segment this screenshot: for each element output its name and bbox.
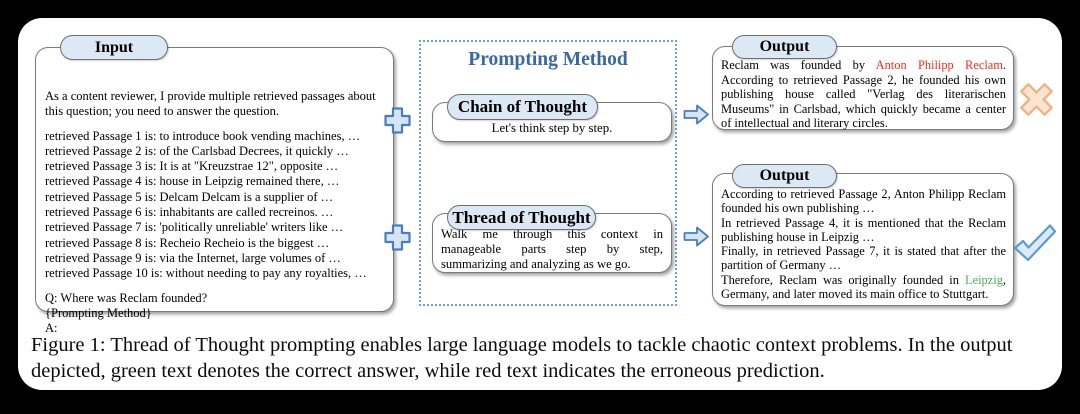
output-label-tot: Output (732, 164, 837, 188)
output-text-cot: Reclam was founded by Anton Philipp Recl… (721, 58, 1010, 130)
prompting-method-title: Prompting Method (468, 49, 628, 70)
thread-of-thought-prompt: Walk me through this context in manageab… (441, 227, 663, 271)
output-text-tot: According to retrieved Passage 2, Anton … (721, 187, 1010, 302)
check-icon (1013, 224, 1057, 262)
thread-of-thought-label: Thread of Thought (447, 205, 596, 230)
figure-caption: Figure 1: Thread of Thought prompting en… (31, 334, 1013, 382)
output-panel-cot: Reclam was founded by Anton Philipp Recl… (712, 46, 1014, 130)
input-panel: As a content reviewer, I provide multipl… (35, 47, 394, 335)
output-panel-tot: According to retrieved Passage 2, Anton … (712, 173, 1014, 306)
plus-icon (384, 224, 411, 251)
input-label: Input (60, 35, 168, 60)
arrow-right-icon (683, 104, 709, 125)
plus-icon (384, 107, 411, 134)
chain-of-thought-prompt: Let's think step by step. (491, 121, 613, 135)
input-prompt-text: As a content reviewer, I provide multipl… (45, 89, 376, 336)
cross-icon (1020, 83, 1053, 116)
output-label-cot: Output (732, 35, 837, 59)
arrow-right-icon (683, 226, 709, 247)
figure-card: As a content reviewer, I provide multipl… (18, 18, 1062, 390)
chain-of-thought-label: Chain of Thought (447, 94, 598, 120)
